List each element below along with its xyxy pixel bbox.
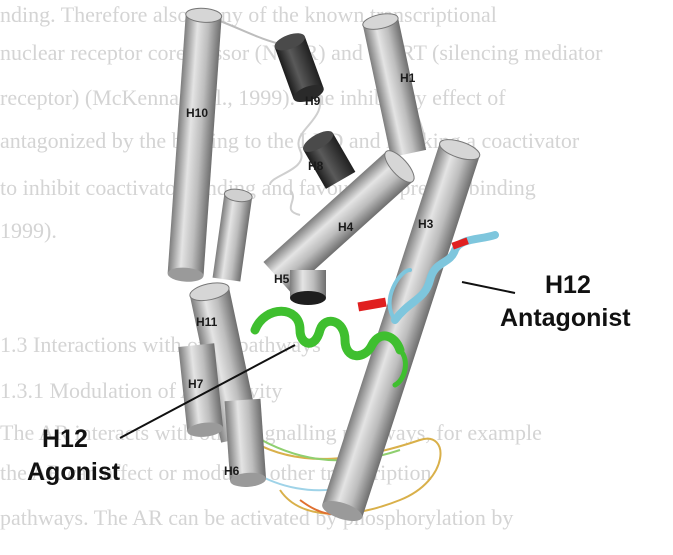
label-h6: H6	[224, 464, 240, 478]
label-h7: H7	[188, 377, 204, 391]
helix-inner-segment	[213, 188, 253, 282]
label-h1: H1	[400, 71, 416, 85]
helix-h5	[290, 270, 326, 305]
helix-h1	[361, 11, 426, 157]
helix-h10	[167, 7, 222, 283]
agonist-label-text: Agonist	[27, 458, 121, 486]
label-h5: H5	[274, 272, 290, 286]
antagonist-label-text: Antagonist	[500, 304, 631, 332]
helix-h8	[300, 127, 355, 189]
label-h9: H9	[305, 94, 321, 108]
label-h8: H8	[308, 159, 324, 173]
antagonist-label-h12: H12	[545, 271, 591, 299]
label-h11: H11	[196, 315, 218, 329]
agonist-label-h12: H12	[42, 425, 88, 453]
label-h4: H4	[338, 220, 354, 234]
antagonist-callout-line	[462, 282, 515, 293]
label-h3: H3	[418, 217, 434, 231]
label-h10: H10	[186, 106, 208, 120]
